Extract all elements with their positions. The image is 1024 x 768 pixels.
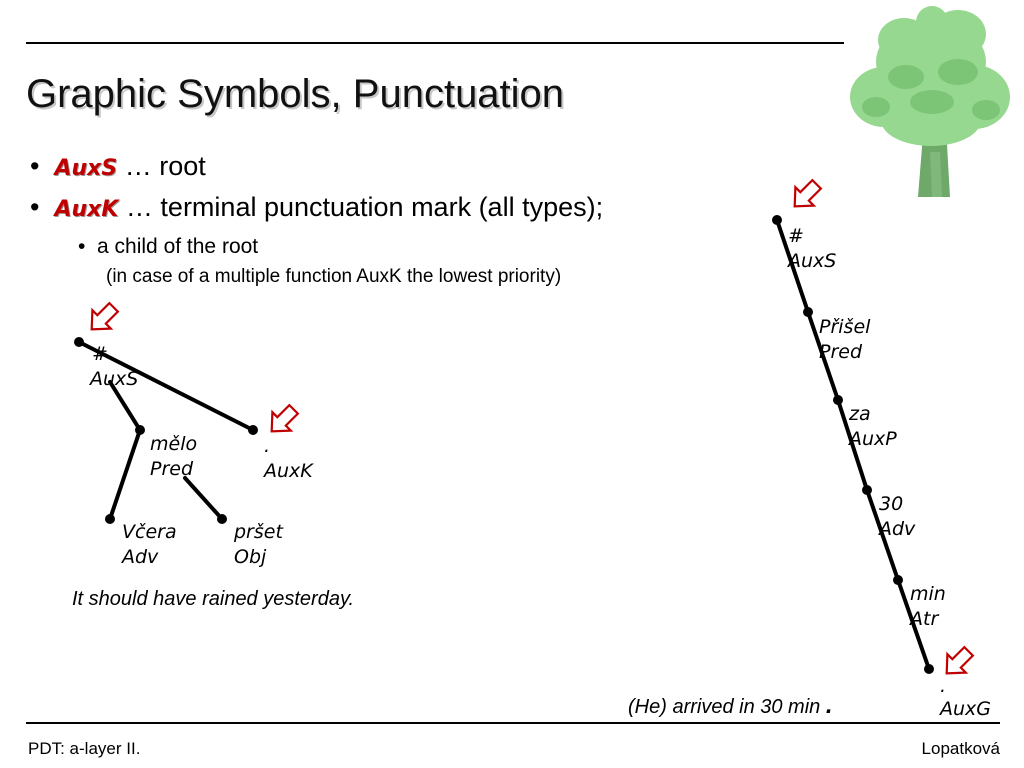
node-label: AuxS <box>88 368 138 390</box>
edge <box>183 476 224 521</box>
node-dot <box>135 425 145 435</box>
top-rule <box>26 42 844 44</box>
right-tree-caption: (He) arrived in 30 min . <box>628 692 833 720</box>
right-tree-caption-text: (He) arrived in 30 min <box>628 696 821 718</box>
node-word: . <box>264 435 270 457</box>
right-tree-caption-punct: . <box>825 692 833 719</box>
hollow-arrow-icon <box>270 403 300 433</box>
node-label: Obj <box>234 546 267 568</box>
left-tree-caption: It should have rained yesterday. <box>72 588 355 610</box>
left-tree-edges <box>77 340 255 521</box>
footer-right: Lopatková <box>921 739 1000 758</box>
node-dot <box>772 215 782 225</box>
edge <box>108 428 142 521</box>
node-dot <box>862 485 872 495</box>
node-label: Adv <box>877 518 916 540</box>
edge <box>77 340 255 432</box>
hollow-arrow-icon <box>793 178 823 208</box>
left-tree-labels: # AuxS mělo Pred . AuxK Včera Adv pršet … <box>88 343 314 568</box>
node-word: min <box>910 583 946 605</box>
bullet-text: … terminal punctuation mark (all types); <box>125 192 604 222</box>
sub-bullet-text: a child of the root <box>97 235 259 258</box>
sub-bullet-note: (in case of a multiple function AuxK the… <box>106 266 562 287</box>
sub-bullet: • a child of the root <box>78 235 258 258</box>
edge <box>775 218 810 314</box>
node-dot <box>217 514 227 524</box>
tree-logo-icon <box>850 6 1010 197</box>
hollow-arrow-icon <box>90 301 120 331</box>
node-word: Včera <box>122 521 177 543</box>
edge <box>896 578 931 671</box>
node-word: . <box>940 675 946 697</box>
node-label: Pred <box>150 458 194 480</box>
bullet-text: … root <box>124 151 206 181</box>
hollow-arrow-icon <box>945 645 975 675</box>
edge <box>806 310 840 402</box>
node-word: # <box>788 225 804 247</box>
bullet-auxk: • AuxK … terminal punctuation mark (all … <box>30 192 604 223</box>
node-label: AuxG <box>938 698 991 720</box>
edge <box>865 488 900 582</box>
node-dot <box>893 575 903 585</box>
node-label: AuxS <box>786 250 836 272</box>
bottom-rule <box>26 722 1000 724</box>
right-tree-labels: # AuxS Přišel Pred za AuxP 30 Adv min At… <box>786 225 991 720</box>
node-word: pršet <box>233 521 284 543</box>
node-dot <box>74 337 84 347</box>
slide-title: Graphic Symbols, Punctuation <box>26 72 565 116</box>
right-tree-nodes <box>772 215 934 674</box>
node-dot <box>833 395 843 405</box>
node-label: AuxP <box>847 428 897 450</box>
edge <box>836 398 869 492</box>
footer-left: PDT: a-layer II. <box>28 739 141 758</box>
node-dot <box>924 664 934 674</box>
keyword-auxs: AuxS <box>54 156 118 181</box>
node-dot <box>105 514 115 524</box>
node-word: mělo <box>150 433 197 455</box>
node-dot <box>248 425 258 435</box>
node-label: Adv <box>120 546 159 568</box>
right-tree-edges <box>775 218 931 671</box>
bullet-dot: • <box>30 151 55 181</box>
node-label: Atr <box>908 608 939 630</box>
bullet-dot: • <box>30 192 55 222</box>
bullet-dot: • <box>78 235 98 258</box>
node-label: AuxK <box>262 460 314 482</box>
node-word: # <box>92 343 108 365</box>
edge <box>108 380 142 432</box>
node-word: 30 <box>879 493 903 515</box>
node-dot <box>803 307 813 317</box>
node-label: Pred <box>819 341 863 363</box>
node-word: za <box>848 403 871 425</box>
keyword-auxk: AuxK <box>54 197 119 222</box>
node-word: Přišel <box>819 316 871 338</box>
left-tree-nodes <box>74 337 258 524</box>
bullet-auxs: • AuxS … root <box>30 151 206 182</box>
